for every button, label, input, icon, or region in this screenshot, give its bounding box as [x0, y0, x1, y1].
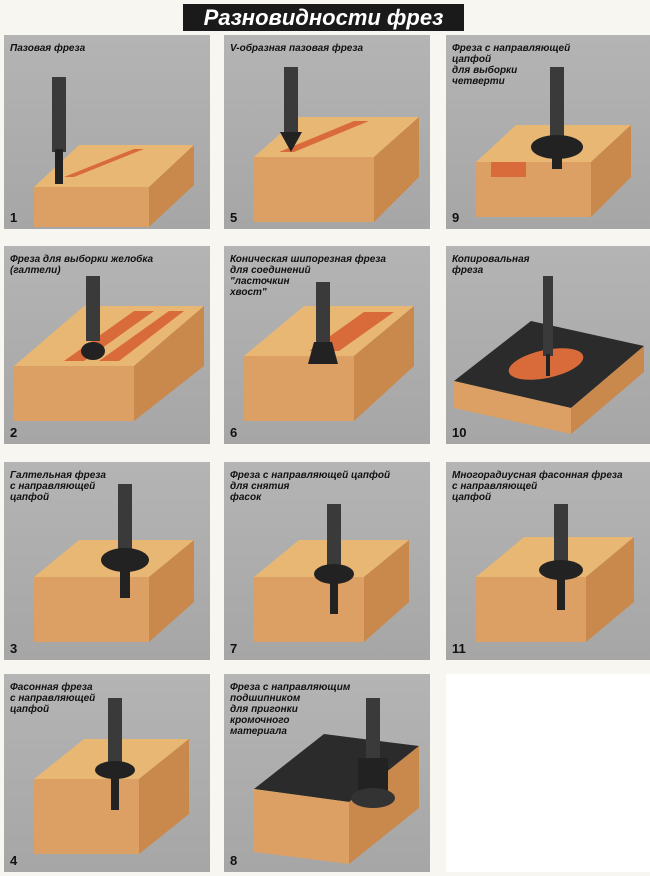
panel-number: 8: [230, 853, 238, 868]
panel-number: 2: [10, 425, 18, 440]
panel-cove-cutter-guided: Галтельная фреза с направляющей цапфой 3: [4, 462, 210, 660]
panel-number: 3: [10, 641, 18, 656]
panel-dovetail-cutter: Коническая шипорезная фреза для соединен…: [224, 246, 430, 444]
illustration-v-groove-cutter: [254, 67, 419, 222]
panel-caption: Коническая шипорезная фреза для соединен…: [230, 254, 386, 298]
illustration-cove-cutter-guided: [34, 484, 194, 642]
panel-multi-radius-cutter: Многорадиусная фасонная фреза с направля…: [446, 462, 650, 660]
panel-number: 5: [230, 210, 238, 225]
illustration-copy-cutter: [454, 276, 644, 434]
panel-profile-cutter: Фасонная фреза с направляющей цапфой 4: [4, 674, 210, 872]
illustration-multi-radius-cutter: [476, 504, 634, 642]
panel-rebate-cutter: Фреза с направляющей цапфой для выборки …: [446, 35, 650, 229]
panel-number: 11: [452, 641, 466, 656]
panel-number: 10: [452, 425, 467, 440]
panel-number: 6: [230, 425, 238, 440]
panel-number: 1: [10, 210, 18, 225]
panel-caption: Фреза с направляющим подшипником для при…: [230, 682, 351, 737]
panel-v-groove-cutter: V-образная пазовая фреза 5: [224, 35, 430, 229]
panel-cove-cutter: Фреза для выборки желобка (галтели) 2: [4, 246, 210, 444]
illustration-chamfer-cutter: [254, 504, 409, 642]
panel-chamfer-cutter: Фреза с направляющей цапфой для снятия ф…: [224, 462, 430, 660]
panel-caption: Копировальная фреза: [452, 254, 530, 276]
illustration-cove-cutter: [14, 276, 204, 421]
panel-slot-cutter: Пазовая фреза 1: [4, 35, 210, 229]
illustration-dovetail-cutter: [244, 282, 414, 421]
panel-caption: Фреза для выборки желобка (галтели): [10, 254, 154, 276]
page-title: Разновидности фрез: [183, 4, 464, 31]
panel-caption: Пазовая фреза: [10, 43, 86, 54]
panel-copy-cutter: Копировальная фреза 10: [446, 246, 650, 444]
panel-number: 9: [452, 210, 460, 225]
panel-bearing-flush-cutter: Фреза с направляющим подшипником для при…: [224, 674, 430, 872]
panel-caption: Фреза с направляющей цапфой для выборки …: [452, 43, 571, 87]
panel-caption: Многорадиусная фасонная фреза с направля…: [452, 470, 623, 503]
panel-caption: Галтельная фреза с направляющей цапфой: [10, 470, 106, 503]
panel-caption: Фреза с направляющей цапфой для снятия ф…: [230, 470, 391, 503]
illustration-rebate-cutter: [476, 67, 631, 217]
panel-caption: V-образная пазовая фреза: [230, 43, 364, 54]
blank-area: [446, 674, 650, 872]
panel-caption: Фасонная фреза с направляющей цапфой: [10, 682, 96, 715]
illustration-profile-cutter: [34, 698, 189, 854]
panel-number: 4: [10, 853, 18, 868]
illustration-bearing-flush-cutter: [254, 698, 419, 864]
illustration-slot-cutter: [34, 77, 194, 227]
panel-number: 7: [230, 641, 238, 656]
